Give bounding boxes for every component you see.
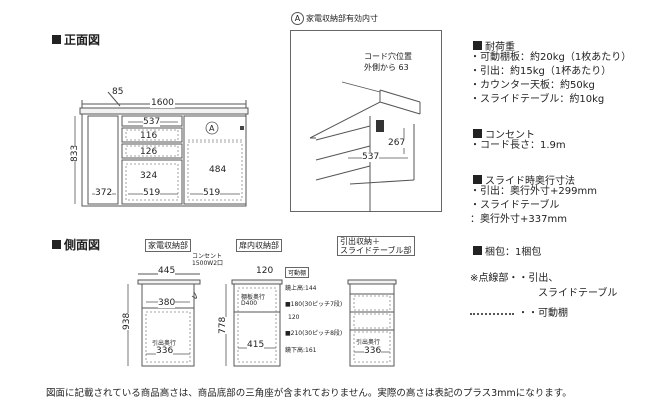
square-bullet-icon	[52, 240, 61, 249]
dim-537: 537	[143, 117, 161, 127]
shelf-210-row: ■210(30ピッチ8段)	[285, 330, 343, 337]
shelf-top-height: 鏡上高:144	[285, 285, 317, 292]
square-bullet-icon	[52, 35, 61, 44]
load-item: ・可動棚板：約20kg（1枚あたり）	[470, 52, 632, 63]
side-label-door: 扉内収納部	[236, 239, 282, 252]
side-inner-depth-b-value: D400	[241, 300, 258, 307]
detail-marker-a: A	[291, 12, 304, 25]
square-bullet-icon	[473, 246, 482, 255]
detail-a-drawing	[290, 30, 442, 212]
side-drawing-drawer	[347, 279, 397, 367]
movable-shelf-tag: 可動棚	[285, 267, 310, 278]
legend-dotted: ※点線部・・引出、	[470, 273, 559, 284]
pack-info: 梱包：1梱包	[473, 243, 541, 258]
side-inner-depth-a: 引出奥行	[152, 340, 177, 347]
side-drawing-door	[225, 279, 283, 367]
marker-a-label: A	[209, 124, 215, 133]
front-view-drawing	[74, 91, 249, 207]
detail-title: 家電収納部有効内寸	[306, 14, 378, 23]
dim-126: 126	[140, 147, 158, 157]
slide-list: ・引出：奥行外寸+299mm ・スライドテーブル ：奥行外寸+337mm	[470, 185, 597, 227]
side-view-heading: 側面図	[52, 236, 100, 253]
front-view-heading: 正面図	[52, 31, 100, 48]
load-list: ・可動棚板：約20kg（1枚あたり） ・引出：約15kg（1杯あたり） ・カウン…	[470, 51, 631, 107]
shelf-180-row: ■180(30ピッチ7段)	[285, 301, 343, 308]
dim-484: 484	[209, 165, 227, 175]
side-dim-415: 415	[247, 340, 265, 350]
detail-dim-267: 267	[388, 138, 406, 148]
square-bullet-icon	[473, 41, 482, 50]
outlet-label: コンセント	[192, 253, 223, 260]
legend-shelf: ・・可動棚	[470, 307, 568, 321]
load-item: ・カウンター天板：約50kg	[470, 80, 595, 91]
slide-item: ・引出：奥行外寸+299mm	[470, 186, 597, 197]
side-dim-778: 778	[218, 316, 228, 334]
legend-dotted-cont: スライドテーブル	[538, 288, 618, 299]
dim-116: 116	[140, 131, 158, 141]
load-title: 耐荷重	[473, 38, 515, 53]
side-dim-938: 938	[122, 312, 132, 330]
side-inner-depth-b: 棚板奥行	[241, 294, 266, 301]
outlet-title: コンセント	[473, 126, 535, 141]
side-inner-depth-c: 引出奥行	[356, 339, 381, 346]
dim-324: 324	[140, 171, 158, 181]
load-item: ・引出：約15kg（1杯あたり）	[470, 66, 612, 77]
shelf-bottom-height: 鏡下高:161	[285, 347, 317, 354]
slide-item: ：奥行外寸+337mm	[470, 214, 567, 225]
footer-note: 図面に記載されている商品高さは、商品底部の三角座が含まれておりません。実際の高さ…	[46, 388, 572, 399]
shelf-120: 120	[288, 314, 300, 321]
side-dim-336b: 336	[364, 346, 382, 356]
dim-372: 372	[95, 188, 113, 198]
square-bullet-icon	[473, 175, 482, 184]
dotted-line-icon	[470, 313, 514, 315]
side-label-appliance: 家電収納部	[145, 239, 191, 252]
outlet-item: ・コード長さ：1.9m	[470, 140, 566, 151]
dim-519-middle: 519	[143, 188, 161, 198]
side-dim-336a: 336	[156, 346, 174, 356]
dim-833: 833	[70, 144, 80, 162]
detail-dim-537: 537	[362, 152, 380, 162]
cord-hole-label: コード穴位置	[364, 52, 412, 61]
slide-title: スライド時奥行寸法	[473, 172, 575, 187]
side-label-drawer: 引出収納＋ スライドテーブル部	[337, 236, 415, 256]
side-dim-380: 380	[158, 298, 176, 308]
load-item: ・スライドテーブル：約10kg	[470, 94, 605, 105]
outlet-capacity: 1500W2口	[192, 260, 224, 267]
side-dim-120: 120	[256, 266, 274, 276]
dim-85: 85	[112, 87, 124, 97]
marker-a-circle	[205, 121, 219, 135]
side-dim-445: 445	[158, 266, 176, 276]
slide-item: ・スライドテーブル	[470, 200, 560, 211]
square-bullet-icon	[473, 129, 482, 138]
dim-519-right: 519	[203, 188, 221, 198]
dim-1600: 1600	[150, 98, 175, 108]
cord-hole-offset: 外側から 63	[364, 63, 409, 72]
